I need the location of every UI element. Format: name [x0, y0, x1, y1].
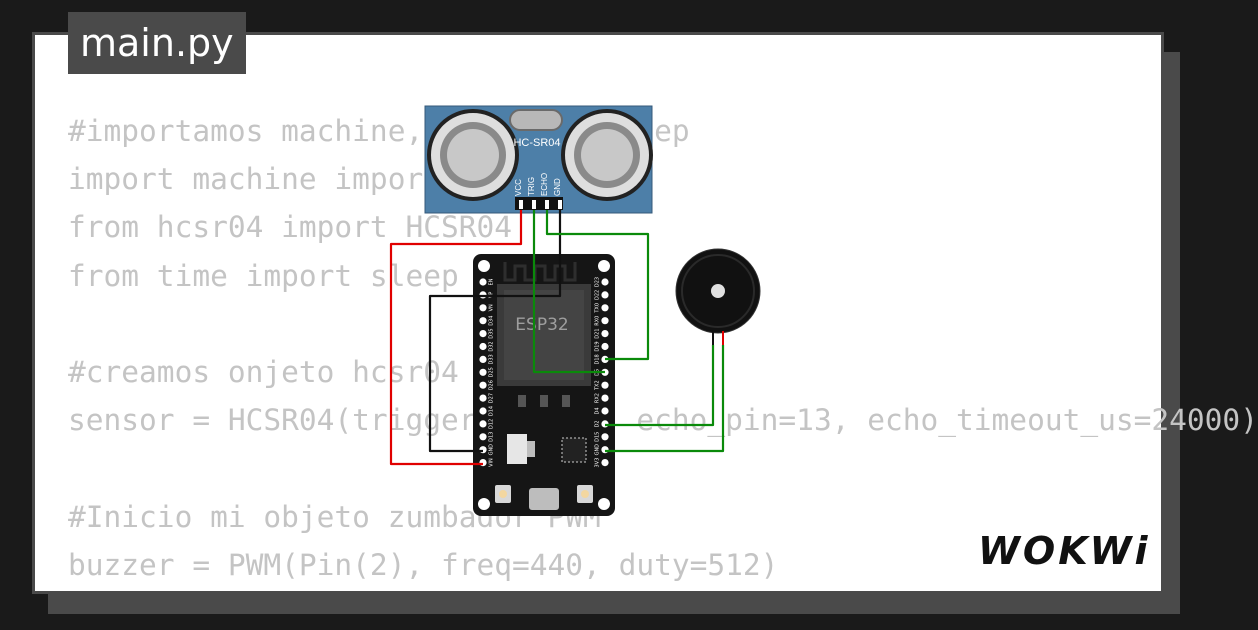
header-pin[interactable] — [479, 394, 487, 402]
header-pin-label: D21 — [595, 328, 601, 338]
sensor-pin-label: TRIG — [527, 177, 536, 196]
header-pin-label: D33 — [489, 354, 495, 364]
buzzer[interactable] — [675, 248, 761, 345]
header-pin[interactable] — [601, 394, 609, 402]
header-pin-label: GND — [489, 444, 495, 456]
header-pin[interactable] — [479, 381, 487, 389]
header-pin[interactable] — [601, 407, 609, 415]
header-pin-label: VIN — [489, 458, 495, 467]
wire-gnd — [428, 210, 562, 453]
esp32-label: ESP32 — [515, 315, 568, 335]
header-pin-label: D19 — [595, 341, 601, 351]
sensor-pin-label: GND — [553, 178, 562, 196]
code-line: sensor = HCSR04(trigger_pin=12, echo_pin… — [68, 403, 1258, 438]
header-pin-label: RX0 — [595, 316, 601, 326]
header-pin-label: D18 — [595, 354, 601, 364]
header-pin[interactable] — [479, 407, 487, 415]
header-pin-label: D15 — [595, 432, 601, 442]
sensor-pin-label: ECHO — [540, 173, 549, 196]
wire-buzzer-neg — [605, 345, 715, 427]
header-pin[interactable] — [601, 291, 609, 299]
header-pin-label: D22 — [595, 290, 601, 300]
header-pin-label: TX0 — [595, 303, 601, 314]
file-tab-label: main.py — [80, 21, 234, 65]
hc-sr04-sensor[interactable]: HC-SR04 VCC TRIG ECHO GND — [424, 105, 653, 214]
header-pin-label: VN — [489, 304, 495, 311]
header-pin-label: D2 — [595, 420, 601, 427]
code-line: buzzer = PWM(Pin(2), freq=440, duty=512) — [68, 547, 779, 582]
header-pin-label: 3V3 — [595, 458, 601, 468]
header-pin-label: D26 — [489, 380, 495, 390]
esp32-board[interactable]: ESP32 ENVPVND34D35D32D33D25D26D27D14D12D… — [473, 254, 615, 516]
header-pin-label: D34 — [489, 316, 495, 326]
header-pin[interactable] — [479, 368, 487, 376]
header-pin[interactable] — [601, 330, 609, 338]
wires — [389, 210, 725, 466]
header-pin-label: D27 — [489, 393, 495, 403]
header-pin[interactable] — [479, 446, 487, 454]
header-pin[interactable] — [601, 446, 609, 454]
header-pin-label: D13 — [489, 432, 495, 442]
header-pin[interactable] — [479, 420, 487, 428]
header-pin[interactable] — [601, 342, 609, 351]
header-pin[interactable] — [479, 459, 487, 467]
header-pin-label: D12 — [489, 419, 495, 429]
header-pin[interactable] — [601, 381, 609, 389]
code-line: #creamos onjeto hcsr04 — [68, 355, 459, 390]
wire-buzzer-pos — [605, 345, 725, 453]
code-line: from hcsr04 import HCSR04 — [68, 210, 513, 245]
header-pin-label: TX2 — [595, 380, 601, 391]
circuit-diagram: HC-SR04 VCC TRIG ECHO GND ESP32 — [389, 105, 761, 516]
header-pin[interactable] — [479, 433, 487, 441]
header-pin-label: D4 — [595, 407, 601, 414]
sensor-label: HC-SR04 — [513, 137, 560, 149]
header-pin[interactable] — [479, 278, 487, 286]
header-pin-label: D25 — [489, 367, 495, 377]
sensor-pin-labels: VCC TRIG ECHO GND — [514, 173, 562, 196]
header-pin-label: D35 — [489, 328, 495, 338]
header-pin-label: D32 — [489, 341, 495, 351]
header-pin[interactable] — [479, 317, 487, 325]
header-pin[interactable] — [601, 317, 609, 325]
file-tab[interactable]: main.py — [68, 12, 246, 74]
code-line: from time import sleep — [68, 258, 459, 293]
header-pin[interactable] — [479, 330, 487, 338]
header-pin[interactable] — [601, 304, 609, 312]
header-pin[interactable] — [601, 459, 609, 467]
header-pin-label: RX2 — [595, 393, 601, 403]
header-pin[interactable] — [601, 278, 609, 286]
wokwi-logo: WOKWi — [978, 529, 1151, 573]
header-pin[interactable] — [601, 433, 609, 441]
wire-echo — [545, 210, 650, 361]
wokwi-logo-text: WOKWi — [978, 529, 1151, 573]
header-pin-label: D23 — [595, 277, 601, 287]
wire-vcc — [389, 210, 523, 466]
header-pin[interactable] — [479, 355, 487, 363]
header-pin[interactable] — [479, 304, 487, 312]
header-pin[interactable] — [479, 342, 487, 351]
header-pin-label: GND — [595, 444, 601, 456]
wire-trig — [532, 210, 605, 374]
header-pin-label: D14 — [489, 406, 495, 416]
sensor-pin-label: VCC — [514, 179, 523, 196]
header-pin-label: EN — [489, 278, 495, 285]
